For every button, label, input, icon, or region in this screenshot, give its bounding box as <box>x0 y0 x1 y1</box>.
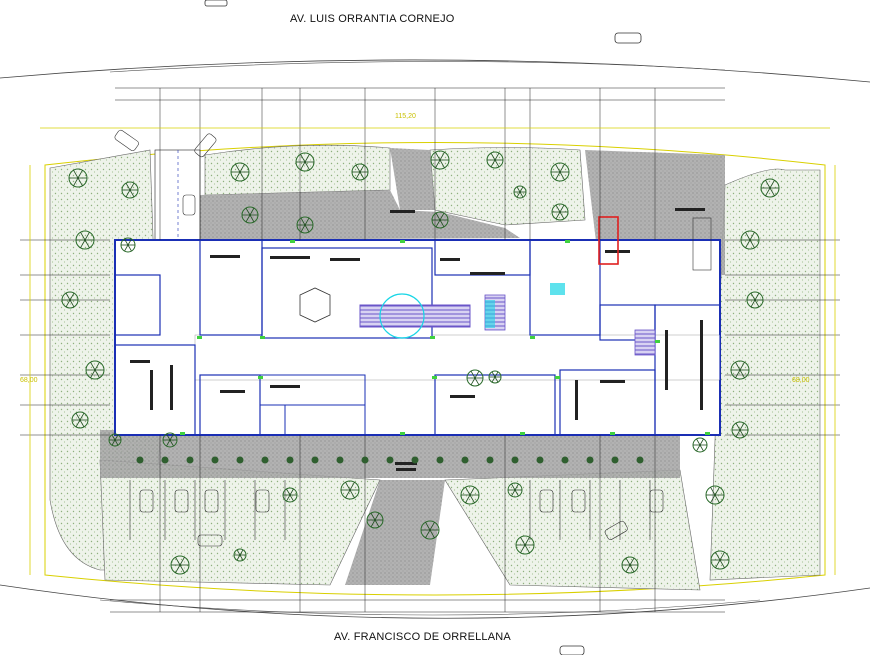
palm-icon <box>486 456 494 464</box>
palm-icon <box>161 456 169 464</box>
tree-icon <box>85 360 105 380</box>
palm-icon <box>286 456 294 464</box>
tree-icon <box>75 230 95 250</box>
palm-icon <box>211 456 219 464</box>
palm-icon <box>261 456 269 464</box>
north-road <box>0 0 870 83</box>
tree-icon <box>340 480 360 500</box>
tree-icon <box>507 482 523 498</box>
tree-icon <box>710 550 730 570</box>
tree-icon <box>731 421 749 439</box>
lobby-kiosk <box>299 287 331 323</box>
palm-icon <box>186 456 194 464</box>
palm-icon <box>411 456 419 464</box>
overall-width-dimension: 115,20 <box>395 113 416 120</box>
tree-icon <box>282 487 298 503</box>
car-icon <box>255 489 270 513</box>
palm-icon <box>361 456 369 464</box>
tree-icon <box>513 185 527 199</box>
palm-icon <box>386 456 394 464</box>
tree-icon <box>351 163 369 181</box>
street-name-south: AV. FRANCISCO DE ORRELLANA <box>334 631 511 643</box>
tree-icon <box>295 152 315 172</box>
palm-icon <box>561 456 569 464</box>
palm-icon <box>136 456 144 464</box>
tree-icon <box>420 520 440 540</box>
tree-icon <box>460 485 480 505</box>
building <box>114 208 721 471</box>
tree-icon <box>162 432 178 448</box>
tree-icon <box>241 206 259 224</box>
palm-icon <box>636 456 644 464</box>
palm-icon <box>586 456 594 464</box>
tree-icon <box>740 230 760 250</box>
trees <box>61 150 780 575</box>
palm-icon <box>311 456 319 464</box>
street-name-north: AV. LUIS ORRANTIA CORNEJO <box>290 13 455 25</box>
tree-icon <box>705 485 725 505</box>
car-icon <box>559 645 585 655</box>
tree-icon <box>515 535 535 555</box>
car-icon <box>204 489 219 513</box>
tree-icon <box>430 150 450 170</box>
tree-icon <box>488 370 502 384</box>
palm-icon <box>611 456 619 464</box>
right-depth-dimension: 68,00 <box>792 377 810 384</box>
south-road <box>0 584 870 655</box>
tree-icon <box>366 511 384 529</box>
palm-icon <box>461 456 469 464</box>
service-vehicle <box>598 216 619 265</box>
tree-icon <box>431 211 449 229</box>
car-icon <box>614 32 642 44</box>
tree-icon <box>550 162 570 182</box>
tree-icon <box>68 168 88 188</box>
parking-stalls <box>114 129 712 547</box>
lawn-areas <box>49 144 821 591</box>
tree-icon <box>121 181 139 199</box>
tree-icon <box>760 178 780 198</box>
escalator <box>359 304 471 328</box>
tree-icon <box>296 216 314 234</box>
palm-icon <box>536 456 544 464</box>
yellow-dimension-marks <box>29 127 836 575</box>
tree-icon <box>551 203 569 221</box>
tree-icon <box>746 291 764 309</box>
tree-icon <box>170 555 190 575</box>
car-icon <box>114 129 139 151</box>
tree-icon <box>730 360 750 380</box>
car-icon <box>174 489 189 513</box>
palm-icon <box>336 456 344 464</box>
tree-icon <box>233 548 247 562</box>
tree-icon <box>466 369 484 387</box>
tree-icon <box>230 162 250 182</box>
tree-icon <box>71 411 89 429</box>
car-icon <box>539 489 554 513</box>
tree-icon <box>692 437 708 453</box>
tree-icon <box>621 556 639 574</box>
car-icon <box>194 133 217 158</box>
car-icon <box>197 534 223 547</box>
palm-icon <box>236 456 244 464</box>
car-icon <box>204 0 228 7</box>
tree-icon <box>108 433 122 447</box>
tree-icon <box>61 291 79 309</box>
palm-icon <box>436 456 444 464</box>
car-icon <box>649 489 664 513</box>
tree-icon <box>486 151 504 169</box>
car-icon <box>604 520 628 540</box>
palm-icon <box>511 456 519 464</box>
left-depth-dimension: 68,00 <box>20 377 38 384</box>
dimension-lines <box>20 87 840 613</box>
fountain <box>379 293 425 339</box>
car-icon <box>571 489 586 513</box>
site-boundary <box>44 142 826 596</box>
car-icon <box>139 489 154 513</box>
tree-icon <box>120 237 136 253</box>
car-icon <box>182 194 196 216</box>
